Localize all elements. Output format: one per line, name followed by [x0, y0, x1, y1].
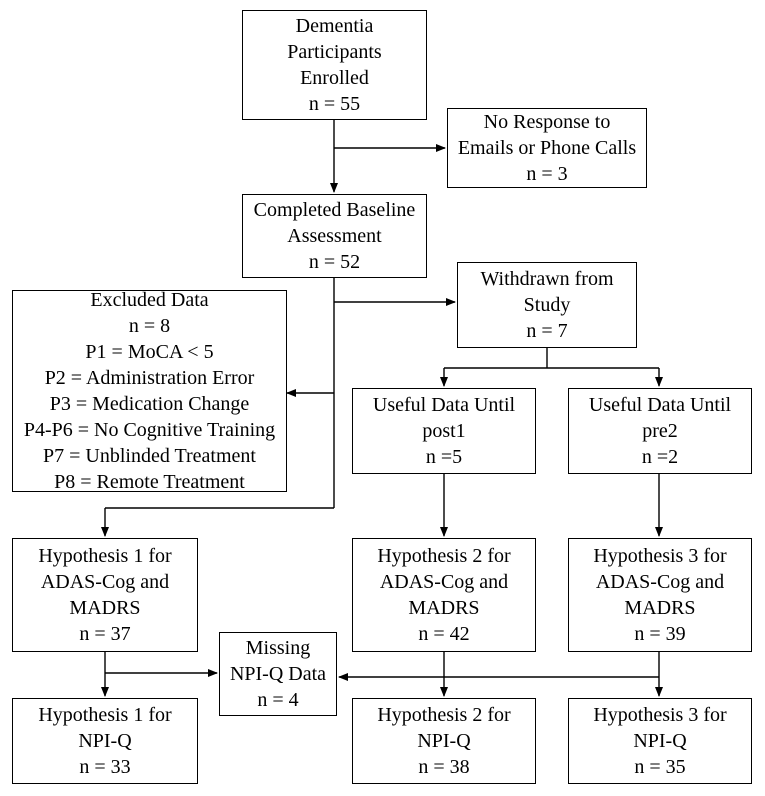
useful-post1-count: n =5	[425, 446, 463, 468]
excluded-count: n = 8	[128, 315, 171, 337]
box-hyp2-adas: Hypothesis 2 for ADAS-Cog and MADRS n = …	[352, 538, 536, 652]
hyp1-adas-line-1: Hypothesis 1 for	[38, 545, 172, 567]
hyp1-adas-line-3: MADRS	[69, 597, 141, 619]
box-hyp2-npiq: Hypothesis 2 for NPI-Q n = 38	[352, 698, 536, 784]
box-hyp3-npiq: Hypothesis 3 for NPI-Q n = 35	[568, 698, 752, 784]
hyp1-npiq-count: n = 33	[79, 756, 131, 778]
hyp2-npiq-line-1: Hypothesis 2 for	[377, 704, 511, 726]
missing-npiq-line-2: NPI-Q Data	[229, 663, 327, 685]
baseline-line-1: Completed Baseline	[253, 199, 416, 221]
withdrawn-count: n = 7	[526, 320, 568, 342]
hyp3-adas-line-3: MADRS	[624, 597, 696, 619]
box-hyp1-npiq: Hypothesis 1 for NPI-Q n = 33	[12, 698, 198, 784]
hyp1-npiq-line-2: NPI-Q	[78, 730, 132, 752]
useful-pre2-line-2: pre2	[642, 420, 678, 442]
hyp2-adas-count: n = 42	[418, 623, 470, 645]
baseline-count: n = 52	[308, 251, 361, 273]
hyp1-adas-count: n = 37	[79, 623, 131, 645]
box-enrolled: Dementia Participants Enrolled n = 55	[242, 10, 427, 120]
useful-pre2-line-1: Useful Data Until	[588, 394, 732, 416]
no-response-line-2: Emails or Phone Calls	[457, 137, 637, 159]
excluded-title: Excluded Data	[90, 289, 209, 311]
useful-post1-line-1: Useful Data Until	[372, 394, 516, 416]
baseline-line-2: Assessment	[287, 225, 382, 247]
hyp3-adas-line-2: ADAS-Cog and	[595, 571, 725, 593]
box-hyp1-adas: Hypothesis 1 for ADAS-Cog and MADRS n = …	[12, 538, 198, 652]
excluded-reason-1: P1 = MoCA < 5	[85, 341, 214, 363]
hyp1-npiq-line-1: Hypothesis 1 for	[38, 704, 172, 726]
enrolled-line-3: Enrolled	[300, 67, 369, 89]
box-hyp3-adas: Hypothesis 3 for ADAS-Cog and MADRS n = …	[568, 538, 752, 652]
hyp3-adas-line-1: Hypothesis 3 for	[593, 545, 727, 567]
missing-npiq-count: n = 4	[257, 689, 299, 711]
hyp3-npiq-count: n = 35	[634, 756, 686, 778]
useful-post1-line-2: post1	[422, 420, 466, 442]
useful-pre2-count: n =2	[641, 446, 679, 468]
hyp3-adas-count: n = 39	[634, 623, 686, 645]
hyp2-adas-line-3: MADRS	[408, 597, 480, 619]
box-missing-npiq: Missing NPI-Q Data n = 4	[219, 632, 337, 716]
box-useful-post1: Useful Data Until post1 n =5	[352, 388, 536, 474]
no-response-count: n = 3	[526, 163, 568, 185]
excluded-reason-3: P3 = Medication Change	[49, 393, 250, 415]
excluded-reason-6: P8 = Remote Treatment	[54, 471, 245, 493]
withdrawn-line-1: Withdrawn from	[480, 268, 614, 290]
box-useful-pre2: Useful Data Until pre2 n =2	[568, 388, 752, 474]
hyp2-adas-line-1: Hypothesis 2 for	[377, 545, 511, 567]
excluded-reason-2: P2 = Administration Error	[44, 367, 255, 389]
hyp2-npiq-count: n = 38	[418, 756, 470, 778]
box-withdrawn: Withdrawn from Study n = 7	[457, 262, 637, 348]
hyp3-npiq-line-1: Hypothesis 3 for	[593, 704, 727, 726]
withdrawn-line-2: Study	[523, 294, 571, 316]
box-baseline: Completed Baseline Assessment n = 52	[242, 194, 427, 278]
hyp2-adas-line-2: ADAS-Cog and	[379, 571, 509, 593]
enrolled-line-1: Dementia	[295, 15, 374, 37]
enrolled-count: n = 55	[308, 93, 361, 115]
no-response-line-1: No Response to	[483, 111, 611, 133]
excluded-reason-4: P4-P6 = No Cognitive Training	[23, 419, 276, 441]
hyp2-npiq-line-2: NPI-Q	[417, 730, 471, 752]
box-no-response: No Response to Emails or Phone Calls n =…	[447, 108, 647, 188]
hyp3-npiq-line-2: NPI-Q	[633, 730, 687, 752]
missing-npiq-line-1: Missing	[245, 637, 311, 659]
excluded-reason-5: P7 = Unblinded Treatment	[43, 445, 256, 467]
box-excluded: Excluded Data n = 8 P1 = MoCA < 5 P2 = A…	[12, 289, 287, 493]
enrolled-line-2: Participants	[287, 41, 382, 63]
hyp1-adas-line-2: ADAS-Cog and	[40, 571, 170, 593]
